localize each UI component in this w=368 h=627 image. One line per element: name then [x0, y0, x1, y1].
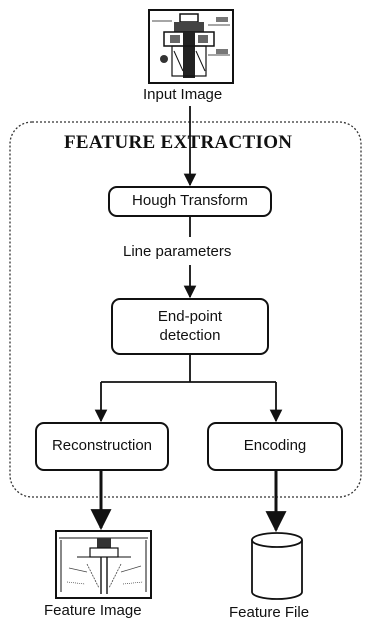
- mechanical-drawing-icon: [152, 13, 230, 78]
- feature-image-label: Feature Image: [44, 602, 142, 619]
- reconstruction-box: Reconstruction: [35, 422, 169, 471]
- input-image-thumbnail: [148, 9, 234, 84]
- feature-file-label: Feature File: [229, 604, 310, 621]
- hough-transform-box: Hough Transform: [108, 186, 272, 217]
- input-image-label: Input Image: [143, 86, 223, 103]
- feature-file-cylinder-icon: [251, 532, 303, 600]
- feature-image-thumbnail: [55, 530, 152, 599]
- feature-extraction-title: FEATURE EXTRACTION: [64, 132, 293, 153]
- end-point-detection-box: End-point detection: [111, 298, 269, 355]
- line-feature-icon: [59, 537, 148, 594]
- line-parameters-label: Line parameters: [123, 243, 232, 260]
- encoding-box: Encoding: [207, 422, 343, 471]
- feature-extraction-group-border: [9, 121, 362, 498]
